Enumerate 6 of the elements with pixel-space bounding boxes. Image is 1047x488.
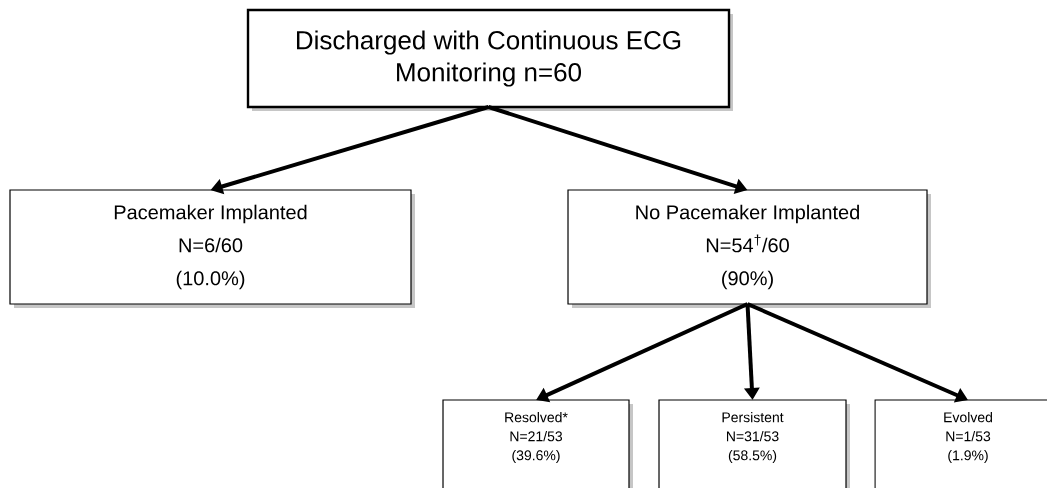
box: Discharged with Continuous ECG Monitoring n=60 bbox=[246, 8, 733, 111]
box: Resolved* N=21/53 (39.6%) bbox=[442, 399, 633, 488]
box: Evolved N=1/53 (1.9%) bbox=[874, 399, 1047, 488]
box: Pacemaker Implanted N=6/60 (10.0%) bbox=[9, 189, 415, 308]
box: Persistent N=31/53 (58.5%) bbox=[658, 399, 850, 488]
box: No Pacemaker Implanted N=54$^{†}$/60 (90%) bbox=[567, 189, 931, 308]
